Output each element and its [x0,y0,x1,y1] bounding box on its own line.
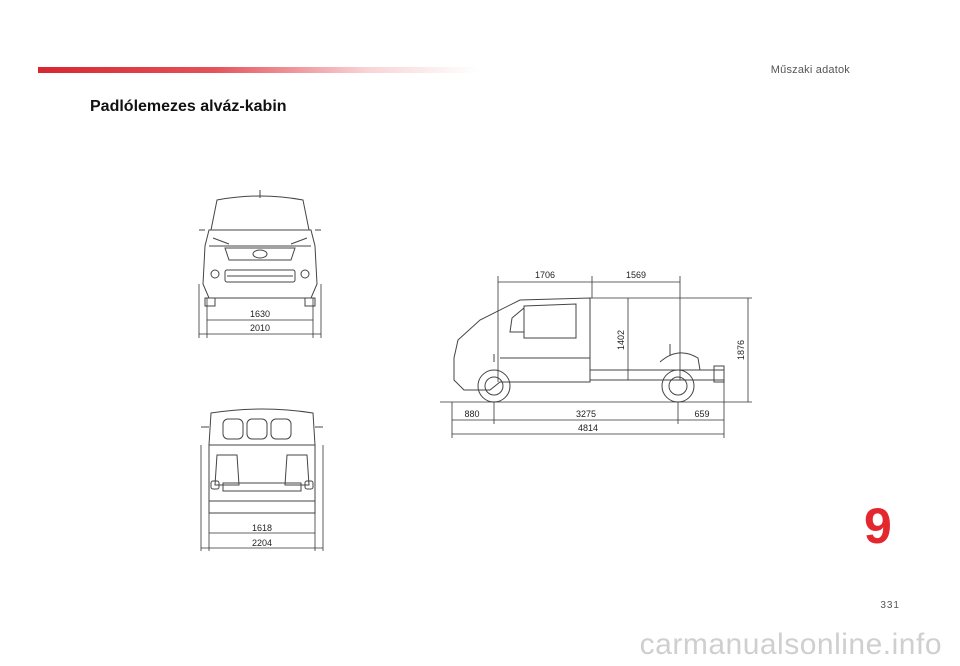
front-overhang-label: 880 [464,409,479,419]
side-view-drawing: 1706 1569 1402 1876 880 3275 659 4814 [440,270,752,438]
page-number: 331 [880,600,900,611]
front-view-labels: 1630 2010 [250,309,270,333]
wheelbase-label: 3275 [576,409,596,419]
page-title: Padlólemezes alváz-kabin [90,98,287,115]
front-overall-width-label: 2010 [250,323,270,333]
platform-length-label: 1569 [626,270,646,280]
overall-height-label: 1876 [736,340,746,360]
header-accent-bar [38,67,478,73]
front-track-width-label: 1630 [250,309,270,319]
front-view-drawing [198,190,322,338]
cab-length-label: 1706 [535,270,555,280]
rear-view-drawing: 1618 2204 [200,408,324,551]
rear-overall-width-label: 2204 [252,538,272,548]
frame-height-label: 1402 [616,330,626,350]
chapter-number: 9 [864,498,892,554]
overall-length-label: 4814 [578,423,598,433]
watermark: carmanualsonline.info [639,628,942,661]
rear-overhang-label: 659 [694,409,709,419]
section-name: Műszaki adatok [770,64,850,76]
rear-inner-width-label: 1618 [252,523,272,533]
